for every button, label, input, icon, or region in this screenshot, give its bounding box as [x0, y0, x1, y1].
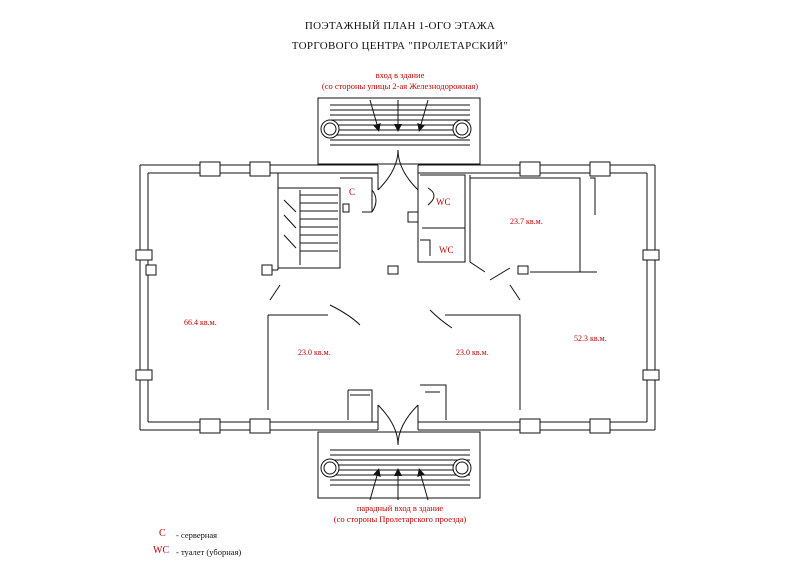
bottom-porch — [317, 431, 481, 501]
bottom-entrance-note: парадный вход в здание (со стороны Проле… — [250, 503, 550, 525]
top-entrance-label: вход в здание — [375, 70, 425, 80]
outer-walls — [135, 161, 660, 434]
plan-title-line2: ТОРГОВОГО ЦЕНТРА "ПРОЛЕТАРСКИЙ" — [291, 40, 509, 52]
room-right-large-area: 52.3 кв.м. — [574, 334, 607, 343]
room-center-left-area: 23.0 кв.м. — [298, 348, 331, 357]
legend-server-text: - серверная — [176, 530, 218, 540]
bottom-entrance-label: парадный вход в здание — [356, 503, 444, 513]
bottom-entrance-street: (со стороны Пролетарского проезда) — [333, 514, 467, 524]
top-entrance-note: вход в здание (со стороны улицы 2-ая Жел… — [250, 70, 550, 92]
server-room-label: C — [349, 187, 356, 197]
plan-title-line1: ПОЭТАЖНЫЙ ПЛАН 1-ОГО ЭТАЖА — [304, 20, 496, 32]
legend-wc-symbol: WC — [153, 545, 170, 556]
top-porch — [317, 97, 481, 165]
legend-wc-text: - туалет (уборная) — [176, 547, 242, 557]
top-entrance-street: (со стороны улицы 2-ая Железнодорожная) — [321, 81, 479, 91]
room-left-large-area: 66.4 кв.м. — [184, 318, 217, 327]
stairs — [277, 187, 341, 269]
legend-server-symbol: C — [159, 528, 166, 539]
wc-upper-label: WC — [436, 197, 451, 207]
wc-lower-label: WC — [439, 245, 454, 255]
room-center-right-area: 23.0 кв.м. — [456, 348, 489, 357]
room-upper-right-area: 23.7 кв.м. — [510, 217, 543, 226]
